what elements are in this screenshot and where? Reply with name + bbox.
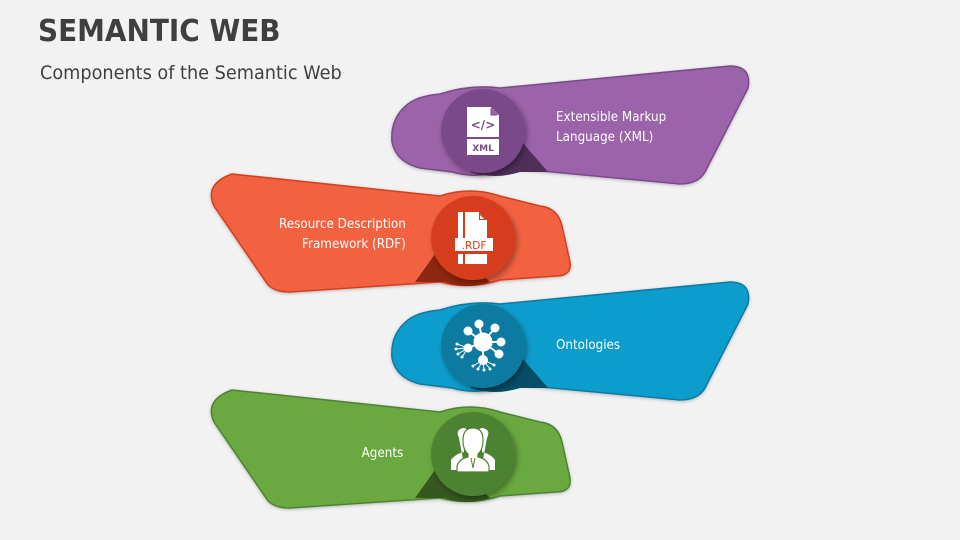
rdf-label: Resource Description Framework (RDF) — [279, 215, 406, 255]
ontologies-label-text: Ontologies — [556, 338, 621, 353]
agents-label-text: Agents — [361, 446, 403, 461]
ontologies-label: Ontologies — [556, 336, 620, 356]
xml-label-line2: Language (XML) — [556, 130, 654, 145]
component-ontologies — [391, 281, 750, 401]
network-nodes-icon — [454, 319, 506, 372]
page-subtitle: Components of the Semantic Web — [40, 62, 342, 84]
xml-file-icon: </> XML — [467, 107, 499, 155]
component-agents — [210, 389, 571, 509]
component-xml: </> XML — [391, 65, 750, 185]
page-title: SEMANTIC WEB — [38, 14, 281, 49]
rdf-label-line2: Framework (RDF) — [302, 237, 406, 252]
rdf-icon-text: .RDF — [462, 240, 487, 252]
rdf-file-icon: .RDF — [455, 212, 493, 264]
agents-label: Agents — [361, 444, 403, 464]
rdf-label-line1: Resource Description — [279, 217, 406, 232]
xml-icon-text: XML — [472, 144, 494, 154]
component-rdf: .RDF — [210, 173, 571, 293]
people-group-icon — [451, 427, 495, 473]
xml-code-glyph: </> — [471, 118, 496, 132]
xml-label: Extensible Markup Language (XML) — [556, 108, 666, 148]
xml-label-line1: Extensible Markup — [556, 110, 667, 125]
